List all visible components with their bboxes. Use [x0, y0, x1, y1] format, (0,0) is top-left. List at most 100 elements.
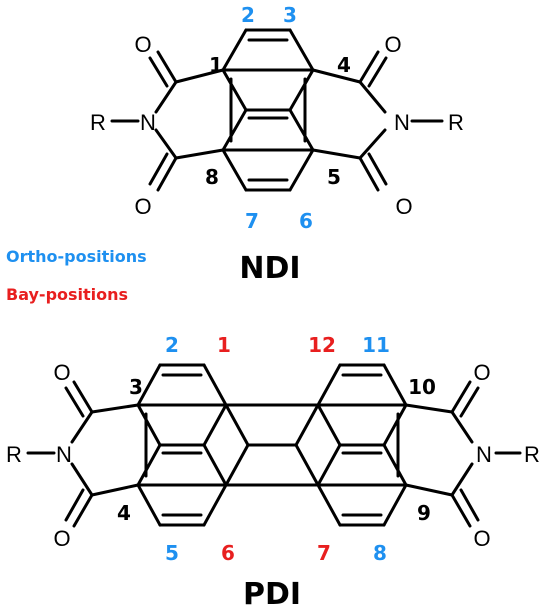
- pdi-position-2: 2: [165, 333, 179, 357]
- pdi-bond: [450, 462, 474, 497]
- pdi-bond: [404, 403, 454, 414]
- pdi-bond: [224, 403, 250, 447]
- ndi-bond: [154, 80, 178, 114]
- pdi-bond: [202, 363, 228, 407]
- pdi-bond: [382, 443, 408, 487]
- pdi-bond: [382, 483, 408, 527]
- pdi-bond: [450, 410, 474, 444]
- ndi-structure: O O O O N N R R 1 2 3 4 5 6 7 8 NDI: [90, 3, 464, 286]
- ndi-oxygen-top-left: O: [134, 32, 151, 57]
- ndi-bond: [358, 80, 387, 114]
- ndi-title: NDI: [239, 251, 300, 286]
- pdi-bond: [459, 386, 480, 418]
- pdi-position-9: 9: [417, 501, 431, 525]
- ndi-bond: [156, 156, 178, 192]
- pdi-nitrogen-right: N: [476, 442, 492, 467]
- pdi-bond: [450, 493, 472, 528]
- ndi-bond: [358, 128, 387, 160]
- pdi-nitrogen-left: N: [56, 442, 72, 467]
- pdi-bond: [90, 483, 140, 497]
- pdi-position-12: 12: [308, 333, 336, 357]
- pdi-bond: [136, 403, 162, 447]
- ndi-oxygen-bottom-left: O: [134, 194, 151, 219]
- ndi-bond: [288, 68, 315, 112]
- pdi-structure: O O O O N N R R 1 2 3 4 5 6 7 8 9 10 11 …: [6, 333, 540, 612]
- pdi-bond: [90, 403, 140, 414]
- pdi-bond: [382, 403, 408, 447]
- ndi-bond: [367, 56, 388, 88]
- pdi-bond: [224, 443, 250, 487]
- ndi-bond: [156, 50, 178, 84]
- pdi-bond: [450, 380, 472, 414]
- pdi-bond: [70, 410, 94, 444]
- pdi-r-right: R: [524, 442, 540, 467]
- pdi-bond: [72, 380, 94, 414]
- ndi-bond: [148, 56, 169, 88]
- pdi-bond: [316, 363, 342, 407]
- pdi-oxygen-bottom-right: O: [473, 526, 490, 551]
- pdi-position-4: 4: [117, 501, 131, 525]
- pdi-oxygen-bottom-left: O: [53, 526, 70, 551]
- pdi-position-6: 6: [221, 541, 235, 565]
- ndi-position-8: 8: [205, 165, 219, 189]
- pdi-bond: [202, 403, 228, 447]
- pdi-title: PDI: [243, 577, 301, 612]
- ndi-oxygen-top-right: O: [384, 32, 401, 57]
- ndi-position-3: 3: [283, 3, 297, 27]
- legend-bay-positions: Bay-positions: [6, 285, 128, 304]
- pdi-position-10: 10: [408, 375, 436, 399]
- ndi-nitrogen-right: N: [394, 110, 410, 135]
- ndi-bond: [221, 148, 248, 192]
- ndi-bond: [311, 68, 362, 84]
- ndi-bond: [148, 152, 169, 186]
- pdi-bond: [64, 386, 85, 418]
- pdi-bond: [316, 403, 342, 447]
- pdi-bond: [72, 493, 94, 528]
- ndi-r-left: R: [90, 110, 106, 135]
- pdi-position-7: 7: [317, 541, 331, 565]
- ndi-bond: [221, 68, 248, 112]
- pdi-position-11: 11: [362, 333, 390, 357]
- ndi-position-2: 2: [241, 3, 255, 27]
- pdi-bond: [136, 483, 162, 527]
- ndi-r-right: R: [448, 110, 464, 135]
- ndi-bond: [174, 148, 225, 160]
- pdi-bond: [404, 483, 454, 497]
- ndi-position-6: 6: [299, 209, 313, 233]
- pdi-oxygen-top-left: O: [53, 360, 70, 385]
- ndi-bond: [221, 28, 248, 72]
- pdi-bond: [136, 363, 162, 407]
- ndi-bond: [154, 128, 178, 160]
- pdi-bond: [202, 483, 228, 527]
- ndi-position-1: 1: [209, 53, 223, 77]
- pdi-bond: [316, 483, 342, 527]
- pdi-bond: [70, 462, 94, 497]
- pdi-bond: [294, 443, 320, 487]
- pdi-bond: [136, 443, 162, 487]
- pdi-r-left: R: [6, 442, 22, 467]
- legend-ortho-positions: Ortho-positions: [6, 247, 147, 266]
- pdi-position-5: 5: [165, 541, 179, 565]
- pdi-bond: [459, 488, 480, 522]
- pdi-bond: [382, 363, 408, 407]
- ndi-position-4: 4: [337, 53, 351, 77]
- pdi-bond: [202, 443, 228, 487]
- ndi-bond: [367, 152, 388, 186]
- pdi-position-3: 3: [129, 375, 143, 399]
- pdi-bond: [294, 403, 320, 447]
- ndi-position-7: 7: [245, 209, 259, 233]
- pdi-oxygen-top-right: O: [473, 360, 490, 385]
- ndi-nitrogen-left: N: [140, 110, 156, 135]
- ndi-bond: [311, 148, 362, 160]
- pdi-bond: [64, 488, 85, 522]
- ndi-bond: [174, 68, 225, 84]
- pdi-bond: [316, 443, 342, 487]
- pdi-position-1: 1: [217, 333, 231, 357]
- pdi-position-8: 8: [373, 541, 387, 565]
- ndi-bond: [288, 148, 315, 192]
- ndi-position-5: 5: [327, 165, 341, 189]
- ndi-oxygen-bottom-right: O: [395, 194, 412, 219]
- ndi-bond: [358, 50, 380, 84]
